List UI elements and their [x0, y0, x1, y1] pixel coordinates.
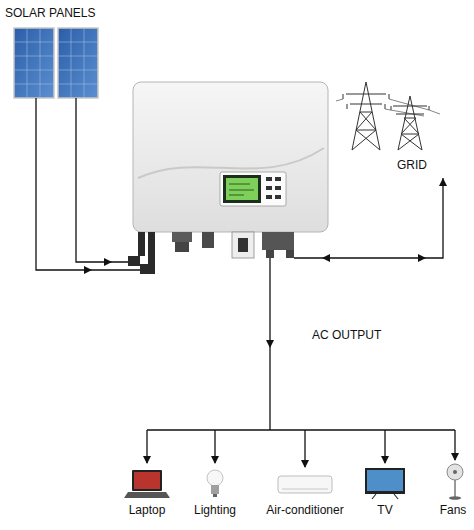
- ac-connector: [286, 250, 294, 258]
- tv-stand: [372, 494, 398, 499]
- panel-frame: [58, 28, 98, 98]
- ac-connector: [266, 250, 274, 258]
- bulb-glass: [207, 470, 223, 486]
- pylon-lattice: [398, 96, 422, 150]
- button: [266, 177, 272, 181]
- arrow-head: [266, 340, 274, 348]
- dc-connector: [148, 232, 155, 264]
- dc-connector: [138, 232, 145, 256]
- ac-drop: [384, 430, 385, 463]
- laptop-icon: [124, 470, 170, 498]
- cable-gland: [172, 232, 192, 242]
- panel-frame: [14, 28, 54, 98]
- load-label: Fans: [440, 503, 467, 517]
- pylon-lattice: [352, 82, 380, 150]
- cable-gland: [175, 242, 189, 252]
- lcd-screen: [226, 178, 258, 200]
- grid-label: GRID: [397, 158, 427, 172]
- arrow-head: [104, 258, 112, 266]
- inverter: [128, 82, 328, 274]
- tv-icon: [365, 468, 405, 499]
- dc-connector: [140, 264, 155, 274]
- node-text: SOLAR PANELS: [5, 6, 95, 20]
- arrow-head: [418, 254, 426, 262]
- arrow-head: [84, 266, 92, 274]
- fan-guard: [447, 464, 463, 480]
- arrow-head: [439, 178, 447, 186]
- bulb-icon: [207, 470, 223, 497]
- cable-gland: [202, 232, 214, 248]
- load-label: Laptop: [129, 503, 166, 517]
- button: [275, 195, 281, 199]
- node-text: Lighting: [194, 503, 236, 517]
- panel-label: SOLAR PANELS: [5, 6, 95, 20]
- node-text: Fans: [440, 503, 467, 517]
- solar-panel: [14, 28, 54, 98]
- ac-drop: [214, 430, 215, 463]
- pylon-arms: [391, 106, 429, 114]
- button: [275, 186, 281, 190]
- laptop-display: [134, 472, 160, 489]
- wifi-module: [238, 238, 248, 252]
- pylon: [336, 82, 440, 150]
- node-text: Laptop: [129, 503, 166, 517]
- dc-connector: [128, 256, 140, 266]
- fan-icon: [447, 464, 463, 500]
- tv-screen: [367, 470, 403, 491]
- air-conditioner-icon: [278, 476, 332, 493]
- fan-pole: [454, 480, 456, 497]
- fan-hub: [453, 470, 457, 474]
- button: [266, 195, 272, 199]
- ac-unit: [278, 476, 332, 493]
- dc-wire: [36, 98, 140, 270]
- inverter-body: [133, 82, 328, 232]
- node-text: GRID: [397, 158, 427, 172]
- button: [266, 186, 272, 190]
- ac-bus: [147, 429, 455, 430]
- bulb-tip: [213, 494, 217, 497]
- load-label: TV: [377, 503, 392, 517]
- ac-drop: [304, 430, 305, 467]
- fan-base: [449, 496, 461, 500]
- ac-drop: [146, 430, 147, 463]
- lcd-frame: [223, 175, 261, 203]
- power-line: [336, 99, 440, 116]
- node-text: Air-conditioner: [266, 503, 343, 517]
- load-label: Lighting: [194, 503, 236, 517]
- wire-label: AC OUTPUT: [310, 328, 383, 342]
- panel-cells: [58, 28, 98, 98]
- button: [275, 177, 281, 181]
- wifi-module: [232, 232, 254, 258]
- ac-connector: [262, 232, 294, 250]
- ac-drop: [454, 430, 455, 460]
- pylon-arms: [343, 94, 389, 109]
- solar-panel: [58, 28, 98, 98]
- arrow-head: [322, 254, 330, 262]
- panel-cells: [14, 28, 54, 98]
- node-text: TV: [377, 503, 392, 517]
- dc-wire: [76, 98, 130, 262]
- control-panel: [220, 172, 286, 206]
- bulb-base: [211, 485, 219, 494]
- lcd-lines: [229, 184, 254, 195]
- laptop-screen: [132, 470, 162, 491]
- laptop-base: [124, 492, 170, 498]
- tv-frame: [365, 468, 405, 494]
- load-label: Air-conditioner: [266, 503, 343, 517]
- grid-wire: [294, 178, 443, 258]
- ac-vent: [282, 489, 328, 490]
